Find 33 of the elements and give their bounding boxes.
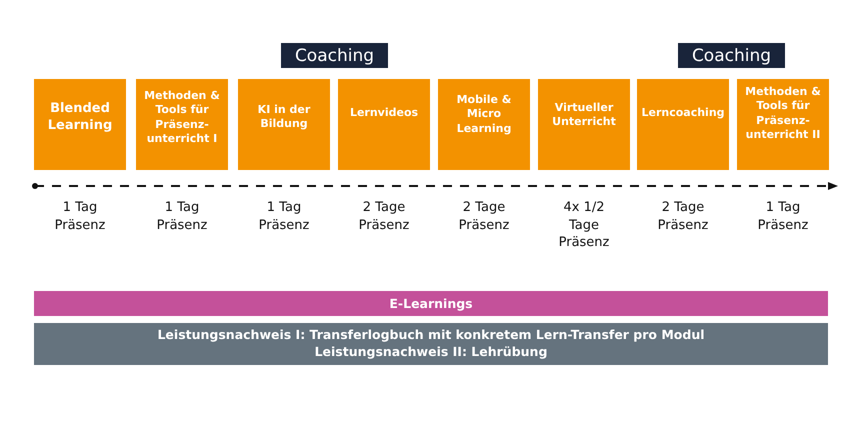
node-text: Lerncoaching: [641, 106, 725, 120]
node-text: Methoden & Tools für Präsenz- unterricht I: [143, 89, 221, 146]
node-text: Coaching: [294, 46, 374, 66]
node-text: E-Learnings: [389, 296, 473, 311]
module-box: [538, 79, 630, 170]
node-text: Lernvideos: [350, 106, 418, 120]
duration-label: 1 Tag Präsenz: [156, 199, 208, 234]
duration-label: 4x 1/2 Tage Präsenz: [558, 199, 610, 252]
module-box: [34, 79, 126, 170]
node-text: Coaching: [692, 46, 772, 66]
node-text: KI in der Bildung: [256, 103, 312, 132]
duration-label: 1 Tag Präsenz: [258, 199, 310, 234]
assessment-bar: [34, 323, 828, 365]
node-text: Virtueller Unterricht: [551, 101, 617, 130]
module-box: [136, 79, 228, 170]
node-text: Leistungsnachweis II: Lehrübung: [314, 344, 548, 361]
node-text: Leistungsnachweis I: Transferlogbuch mit konkretem Lern-Transfer pro Modul: [157, 327, 705, 344]
duration-label: 1 Tag Präsenz: [756, 199, 810, 234]
node-text: Blended Learning: [46, 101, 114, 135]
node-text: Methoden & Tools für Präsenz- unterricht II: [744, 85, 822, 142]
duration-label: 2 Tage Präsenz: [458, 199, 510, 234]
duration-label: 1 Tag Präsenz: [54, 199, 106, 234]
module-box: [637, 79, 729, 170]
coaching-tag: [281, 43, 388, 68]
elearning-bar: [34, 291, 828, 316]
module-box: [338, 79, 430, 170]
module-box: [737, 79, 829, 170]
coaching-tag: [678, 43, 785, 68]
duration-label: 2 Tage Präsenz: [656, 199, 710, 234]
module-box: [238, 79, 330, 170]
duration-label: 2 Tage Präsenz: [358, 199, 410, 234]
module-box: [438, 79, 530, 170]
node-text: Mobile & Micro Learning: [456, 93, 512, 136]
